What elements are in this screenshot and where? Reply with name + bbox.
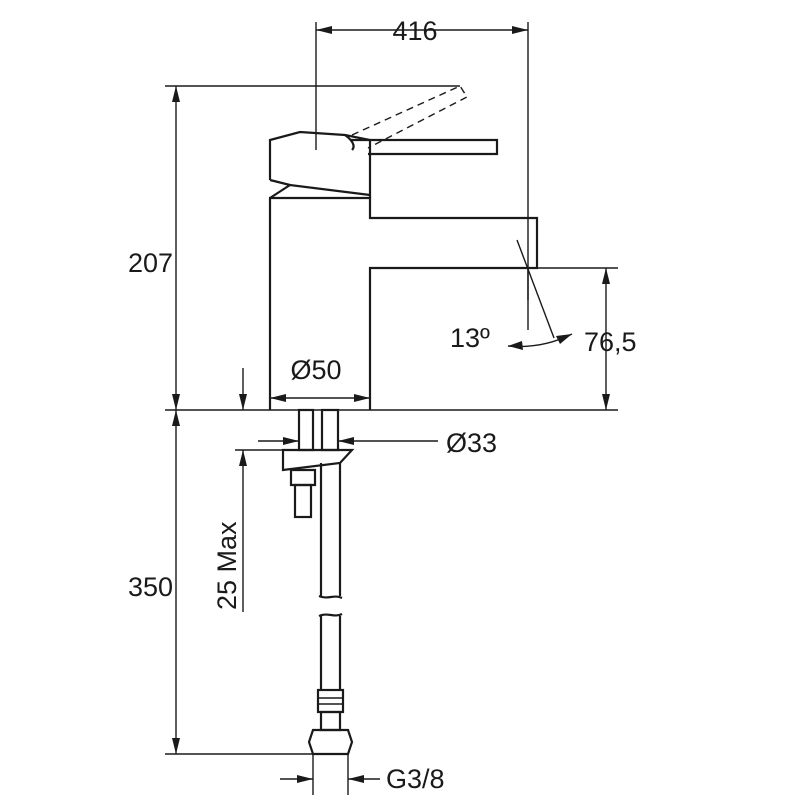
dim-connection-thread-label: G3/8 [386,764,445,794]
dim-spout-angle: 13º [450,239,573,353]
dim-deck-thickness-label: 25 Max [212,521,242,610]
dim-deck-thickness: 25 Max [212,368,283,612]
dim-base-diameter-label: Ø50 [290,355,341,385]
mounting-assembly [281,408,355,756]
lever-open-position [351,85,469,149]
dim-total-height-label: 207 [128,248,173,278]
dim-hose-length-label: 350 [128,572,173,602]
dim-connection-thread: G3/8 [280,754,445,795]
dim-hole-diameter-label: Ø33 [446,428,497,458]
dim-hose-length: 350 [128,410,313,755]
dim-reach: 416 [315,16,529,300]
dim-total-height: 207 [128,85,460,410]
dim-reach-label: 416 [392,16,437,46]
dim-hole-diameter: Ø33 [258,428,497,458]
dim-spout-angle-label: 13º [450,323,490,353]
faucet-body [268,130,539,410]
dim-spout-height-label: 76,5 [584,327,637,357]
dim-spout-height: 76,5 [537,267,637,410]
dim-base-diameter: Ø50 [270,355,370,402]
